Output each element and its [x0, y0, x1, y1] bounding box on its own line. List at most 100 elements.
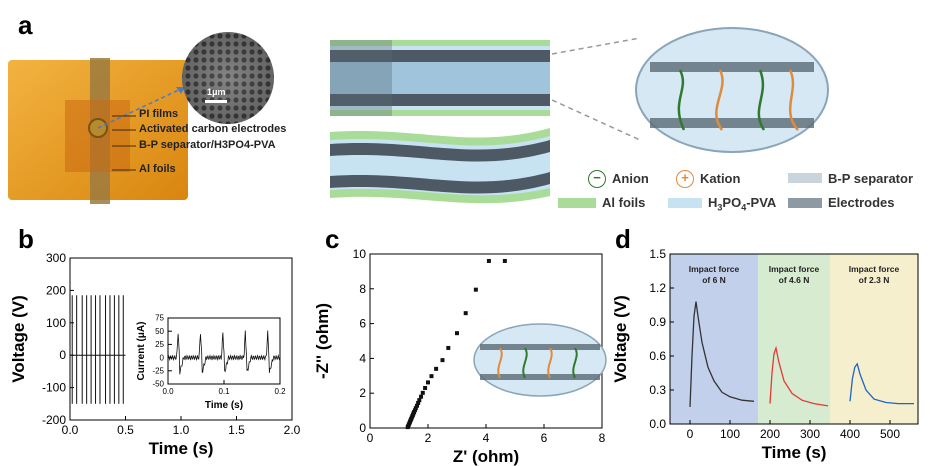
chart-d-xtick-label: 300	[800, 427, 820, 441]
zoom-arrows	[551, 37, 641, 141]
chart-d-series-1	[769, 345, 829, 407]
chart-c-ytick-label: 8	[359, 282, 366, 296]
chart-d-region	[830, 254, 918, 424]
chart-c-point	[417, 398, 422, 403]
chart-b-inset-xlabel: Time (s)	[205, 400, 243, 411]
chart-c-ylabel: -Z'' (ohm)	[313, 303, 332, 379]
label-pi-films: PI films	[139, 108, 179, 120]
chart-b-inset-ytick-label: 0	[160, 353, 165, 362]
chart-d-ytick-label: 1.5	[649, 247, 666, 261]
chart-c-xtick-label: 2	[425, 431, 432, 445]
chart-d-xtick-label: 400	[840, 427, 860, 441]
chart-d-region-label: Impact force	[689, 264, 740, 274]
chart-c-point	[463, 311, 468, 316]
chart-d-ytick-label: 0.0	[649, 417, 666, 431]
chart-c-ytick-label: 0	[359, 421, 366, 435]
al-foils-swatch	[558, 198, 596, 208]
chart-b-inset-ytick-label: 50	[155, 327, 164, 336]
chart-b-inset-xtick-label: 0.1	[218, 387, 230, 396]
legend-electrolyte: H3PO4-PVA	[708, 195, 777, 213]
chart-d-xtick-label: 200	[760, 427, 780, 441]
chart-c-point	[412, 408, 417, 413]
chart-c-point	[413, 406, 418, 411]
chart-d-region-label: Impact force	[769, 264, 820, 274]
chart-b-ytick-label: 200	[46, 283, 66, 297]
chart-d-xtick-label: 500	[880, 427, 900, 441]
chart-b-ylabel: Voltage (V)	[9, 295, 28, 383]
chart-d-ytick-label: 1.2	[649, 281, 666, 295]
chart-b-ytick-label: -200	[42, 413, 66, 427]
chart-c-point	[486, 258, 491, 263]
chart-c-point	[420, 390, 425, 395]
chart-d-xlabel: Time (s)	[762, 443, 827, 462]
chart-c-point	[423, 385, 428, 390]
zoom-ellipse	[635, 27, 829, 153]
panel-label-a: a	[18, 10, 33, 40]
chart-b-frame	[69, 257, 293, 421]
chart-b-xtick-label: 1.0	[173, 423, 190, 437]
label-activated-carbon: Activated carbon electrodes	[139, 123, 287, 135]
chart-c-inset-ion-path	[572, 347, 578, 379]
chart-b-ytick-label: 0	[59, 348, 66, 362]
legend-kation: Kation	[700, 171, 741, 186]
chart-d-ytick-label: 0.9	[649, 315, 666, 329]
chart-b-ytick-label: -100	[42, 381, 66, 395]
legend-anion: Anion	[612, 171, 649, 186]
chart-c-point	[414, 403, 419, 408]
chart-b-xlabel: Time (s)	[149, 439, 214, 458]
chart-c-xtick-label: 8	[599, 431, 606, 445]
chart-b-inset-ylabel: Current (μA)	[136, 322, 147, 381]
panel-label-d: d	[615, 224, 631, 254]
sem-scale-bar-label: 1μm	[207, 87, 226, 97]
chart-d-xtick-label: 0	[687, 427, 694, 441]
callout-lines	[112, 115, 136, 171]
chart-c-inset-schematic	[473, 323, 607, 397]
chart-c-point	[502, 258, 507, 263]
chart-c-point	[416, 400, 421, 405]
chart-c-point	[434, 366, 439, 371]
electrodes-swatch	[788, 198, 822, 208]
panel-label-c: c	[325, 224, 340, 254]
chart-b-xtick-label: 2.0	[284, 423, 300, 437]
sem-image	[182, 32, 274, 124]
chart-d-region-label: of 6 N	[702, 275, 726, 285]
chart-c-point	[426, 380, 430, 385]
chart-c-point	[440, 358, 445, 363]
chart-d-region	[670, 254, 758, 424]
chart-b-inset-series	[167, 330, 281, 375]
chart-b-xtick-label: 0.0	[62, 423, 79, 437]
chart-c-xtick-label: 0	[367, 431, 374, 445]
chart-b-ytick-label: 300	[46, 251, 66, 265]
chart-d-series-0	[689, 301, 755, 408]
device-photo	[8, 58, 188, 204]
chart-b-inset-xtick-label: 0.2	[274, 387, 286, 396]
chart-b-xtick-label: 0.5	[117, 423, 134, 437]
label-al-foils: Al foils	[139, 163, 176, 175]
legend-separator: B-P separator	[828, 171, 914, 186]
chart-c-xlabel: Z' (ohm)	[453, 447, 519, 466]
chart-b-inset-xtick-label: 0.0	[162, 387, 174, 396]
legend-al-foils: Al foils	[602, 195, 646, 210]
chart-c-xtick-label: 4	[483, 431, 490, 445]
chart-c-point	[419, 394, 424, 399]
flat-device-schematic	[330, 40, 550, 116]
chart-c-inset-electrode-bottom	[480, 374, 600, 380]
chart-c-ytick-label: 4	[359, 351, 366, 365]
chart-d-region-label: Impact force	[849, 264, 900, 274]
device-photo-and-schematic	[8, 27, 829, 204]
panel-label-b: b	[18, 224, 34, 254]
schematic-legend: − Anion + Kation B-P separator Al foils …	[558, 170, 928, 220]
chart-b-ytick-label: 100	[46, 316, 66, 330]
chart-d-ytick-label: 0.6	[649, 349, 666, 363]
label-separator: B-P separator/H3PO4-PVA	[139, 139, 276, 151]
electrolyte-swatch	[668, 198, 702, 208]
chart-d-region-label: of 2.3 N	[859, 275, 890, 285]
chart-c-ytick-label: 6	[359, 317, 366, 331]
bent-device-schematic	[330, 128, 550, 204]
chart-b-inset-ytick-label: -25	[152, 366, 164, 375]
chart-d-series-2	[849, 362, 914, 405]
chart-d-ytick-label: 0.3	[649, 383, 666, 397]
